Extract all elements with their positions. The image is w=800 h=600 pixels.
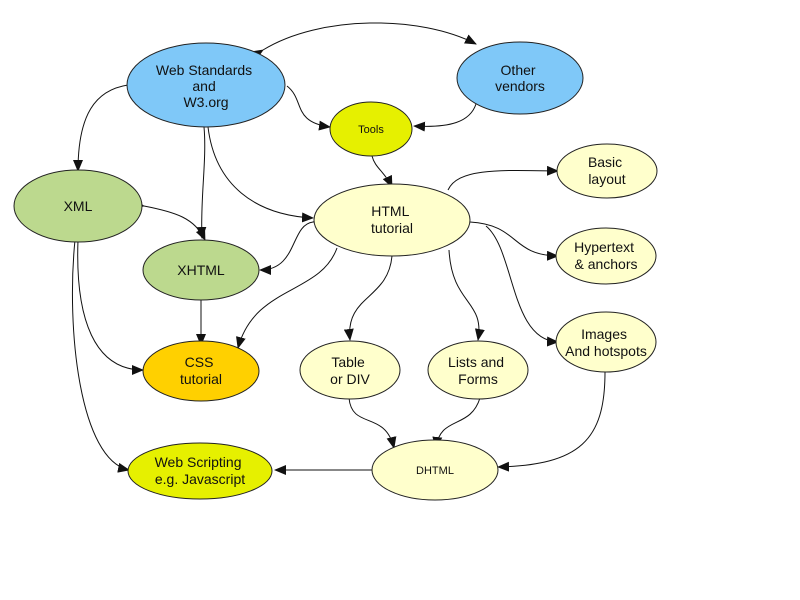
- node-hypertext-label: Hypertext & anchors: [574, 239, 638, 272]
- edge-tools-html: [371, 155, 393, 188]
- node-css-tutorial-label: CSS tutorial: [180, 354, 222, 387]
- node-table-div-line-2: or DIV: [330, 371, 370, 387]
- node-css-tutorial-line-2: tutorial: [180, 371, 222, 387]
- node-dhtml-label: DHTML: [416, 465, 454, 477]
- node-xml-line-1: XML: [64, 198, 93, 214]
- edge-html-table: [343, 255, 393, 341]
- node-images-label: Images And hotspots: [565, 326, 647, 359]
- node-dhtml-line-1: DHTML: [416, 465, 454, 477]
- node-html-tutorial-shape: [313, 183, 471, 257]
- edge-web-standards-html: [207, 126, 314, 223]
- node-lists-forms-label: Lists and Forms: [448, 354, 508, 387]
- edge-web-standards-xml: [73, 84, 129, 172]
- node-table-div-line-1: Table: [331, 354, 365, 370]
- node-web-scripting-shape: [127, 442, 273, 500]
- node-xhtml[interactable]: XHTML: [142, 239, 260, 301]
- edge-xml-css: [77, 239, 144, 375]
- node-html-tutorial-line-1: HTML: [371, 203, 409, 219]
- edge-xml-xhtml: [132, 199, 206, 241]
- node-table-div-shape: [299, 340, 401, 400]
- edge-html-basic-layout: [447, 165, 559, 191]
- edge-table-dhtml: [348, 397, 397, 449]
- node-hypertext-shape: [555, 227, 657, 285]
- edge-other-vendors-tools: [413, 103, 477, 132]
- node-xml-label: XML: [64, 198, 93, 214]
- node-web-scripting-label: Web Scripting e.g. Javascript: [155, 454, 246, 487]
- edge-images-dhtml: [497, 371, 606, 472]
- node-images-line-1: Images: [581, 326, 627, 342]
- node-xml[interactable]: XML: [13, 169, 143, 243]
- node-images-shape: [555, 311, 657, 373]
- node-tools-label: Tools: [358, 124, 384, 136]
- edge-web-standards-xhtml: [196, 126, 207, 239]
- edge-html-css: [236, 247, 338, 349]
- node-css-tutorial-shape: [142, 340, 260, 402]
- edge-web-standards-other-vendors: [251, 22, 477, 61]
- node-web-scripting-line-1: Web Scripting: [155, 454, 242, 470]
- node-lists-forms-line-1: Lists and: [448, 354, 504, 370]
- node-other-vendors-shape: [456, 41, 584, 115]
- node-other-vendors-line-2: vendors: [495, 78, 545, 94]
- edge-html-hypertext: [469, 221, 559, 261]
- node-web-standards-shape: [126, 42, 286, 128]
- node-web-scripting[interactable]: Web Scripting e.g. Javascript: [127, 442, 273, 500]
- node-web-standards-line-1: Web Standards: [156, 62, 252, 78]
- node-web-standards[interactable]: Web Standards and W3.org: [126, 42, 286, 128]
- node-basic-layout-label: Basic layout: [588, 154, 626, 187]
- node-dhtml-shape: [371, 439, 499, 501]
- node-table-div[interactable]: Table or DIV: [299, 340, 401, 400]
- node-dhtml[interactable]: DHTML: [371, 439, 499, 501]
- node-other-vendors-line-1: Other: [501, 62, 536, 78]
- node-basic-layout-line-2: layout: [588, 171, 625, 187]
- edge-xml-web-scripting: [71, 239, 130, 473]
- node-hypertext-line-2: & anchors: [574, 256, 637, 272]
- node-basic-layout-line-1: Basic: [588, 154, 622, 170]
- node-tools-line-1: Tools: [358, 124, 384, 136]
- node-css-tutorial-line-1: CSS: [185, 354, 214, 370]
- node-xhtml-label: XHTML: [177, 262, 225, 278]
- node-web-standards-line-2: and: [192, 78, 215, 94]
- node-basic-layout[interactable]: Basic layout: [556, 143, 658, 199]
- node-lists-forms-shape: [427, 340, 529, 400]
- node-other-vendors[interactable]: Other vendors: [456, 41, 584, 115]
- node-xhtml-shape: [142, 239, 260, 301]
- node-html-tutorial-label: HTML tutorial: [371, 203, 413, 236]
- node-hypertext[interactable]: Hypertext & anchors: [555, 227, 657, 285]
- node-tools-shape: [329, 101, 413, 157]
- node-web-standards-line-3: W3.org: [183, 94, 228, 110]
- node-web-standards-label: Web Standards and W3.org: [156, 62, 256, 110]
- node-web-scripting-line-2: e.g. Javascript: [155, 471, 245, 487]
- node-table-div-label: Table or DIV: [330, 354, 370, 387]
- node-other-vendors-label: Other vendors: [495, 62, 545, 94]
- node-xhtml-line-1: XHTML: [177, 262, 225, 278]
- node-hypertext-line-1: Hypertext: [574, 239, 634, 255]
- node-lists-forms[interactable]: Lists and Forms: [427, 340, 529, 400]
- node-html-tutorial-line-2: tutorial: [371, 220, 413, 236]
- edges: [71, 22, 606, 475]
- node-images-line-2: And hotspots: [565, 343, 647, 359]
- edge-html-xhtml: [259, 215, 325, 275]
- edge-html-lists: [448, 249, 485, 341]
- node-lists-forms-line-2: Forms: [458, 371, 498, 387]
- node-tools[interactable]: Tools: [329, 101, 413, 157]
- node-html-tutorial[interactable]: HTML tutorial: [313, 183, 471, 257]
- edge-lists-dhtml: [432, 397, 481, 449]
- node-css-tutorial[interactable]: CSS tutorial: [142, 340, 260, 402]
- edge-html-images: [485, 225, 559, 347]
- node-images[interactable]: Images And hotspots: [555, 311, 657, 373]
- edge-web-standards-tools: [286, 85, 331, 131]
- node-basic-layout-shape: [556, 143, 658, 199]
- node-xml-shape: [13, 169, 143, 243]
